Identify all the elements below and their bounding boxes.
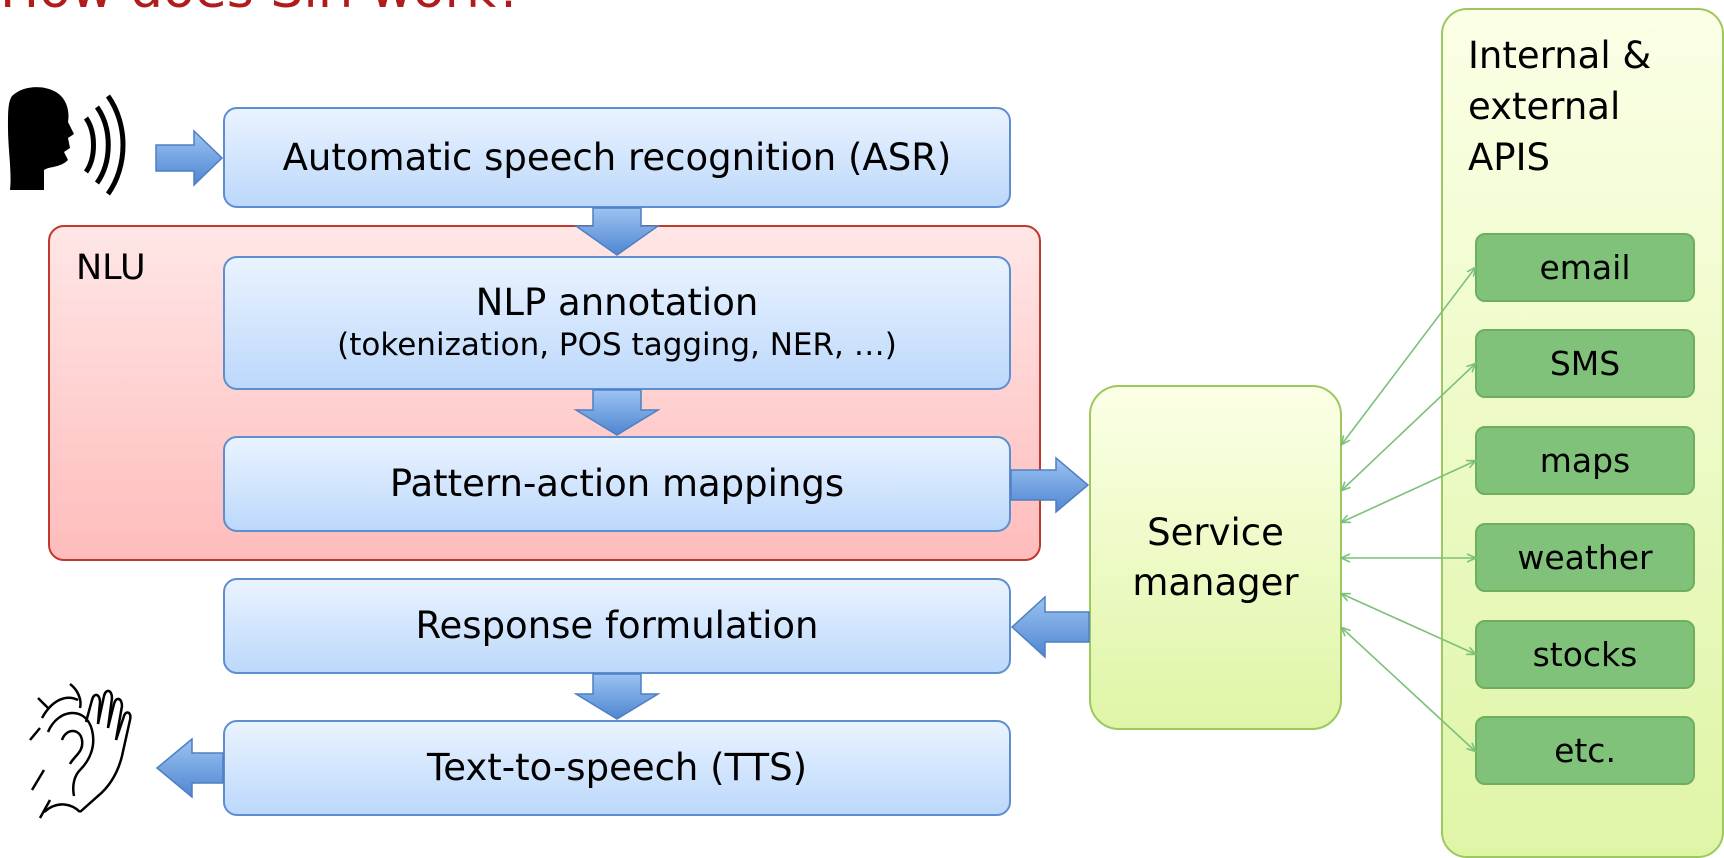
- nlp-annotation-label: NLP annotation: [475, 281, 759, 324]
- api-etc: etc.: [1475, 716, 1695, 785]
- arrow-asr-to-nlp: [573, 207, 661, 256]
- tts-label: Text-to-speech (TTS): [426, 746, 808, 789]
- response-formulation-label: Response formulation: [415, 604, 819, 647]
- arrow-service-to-response: [1010, 595, 1090, 659]
- nlp-annotation-box: NLP annotation (tokenization, POS taggin…: [223, 256, 1011, 390]
- arrow-response-to-tts: [573, 673, 661, 720]
- service-manager-box: Service manager: [1089, 385, 1342, 730]
- connector-etc: [1342, 628, 1475, 751]
- arrow-speech-to-asr: [155, 129, 224, 187]
- arrow-nlp-to-pattern: [573, 389, 661, 436]
- asr-box: Automatic speech recognition (ASR): [223, 107, 1011, 208]
- arrow-tts-to-listener: [155, 737, 224, 799]
- api-maps: maps: [1475, 426, 1695, 495]
- response-formulation-box: Response formulation: [223, 578, 1011, 674]
- speaking-head-icon: [8, 87, 126, 196]
- api-stocks: stocks: [1475, 620, 1695, 689]
- apis-title: Internal & external APIS: [1468, 30, 1708, 183]
- pattern-action-box: Pattern-action mappings: [223, 436, 1011, 532]
- asr-label: Automatic speech recognition (ASR): [282, 135, 952, 179]
- nlu-label: NLU: [76, 248, 146, 288]
- apis-title-line3: APIS: [1468, 136, 1551, 179]
- tts-box: Text-to-speech (TTS): [223, 720, 1011, 816]
- apis-title-line2: external: [1468, 85, 1621, 128]
- connector-stocks: [1342, 594, 1475, 654]
- listening-ear-icon: [29, 683, 132, 819]
- slide-title: How does Siri work?: [0, 0, 900, 20]
- connector-maps: [1342, 461, 1475, 522]
- api-sms: SMS: [1475, 329, 1695, 398]
- connector-sms: [1342, 364, 1475, 490]
- nlp-annotation-detail: (tokenization, POS tagging, NER, …): [337, 327, 897, 363]
- connector-email: [1342, 268, 1475, 444]
- pattern-action-label: Pattern-action mappings: [389, 462, 845, 505]
- service-manager-line1: Service: [1147, 510, 1284, 554]
- service-manager-line2: manager: [1132, 560, 1299, 604]
- api-weather: weather: [1475, 523, 1695, 592]
- arrow-pattern-to-service: [1010, 456, 1090, 514]
- api-connectors: [1342, 268, 1475, 751]
- apis-title-line1: Internal &: [1468, 34, 1652, 77]
- api-email: email: [1475, 233, 1695, 302]
